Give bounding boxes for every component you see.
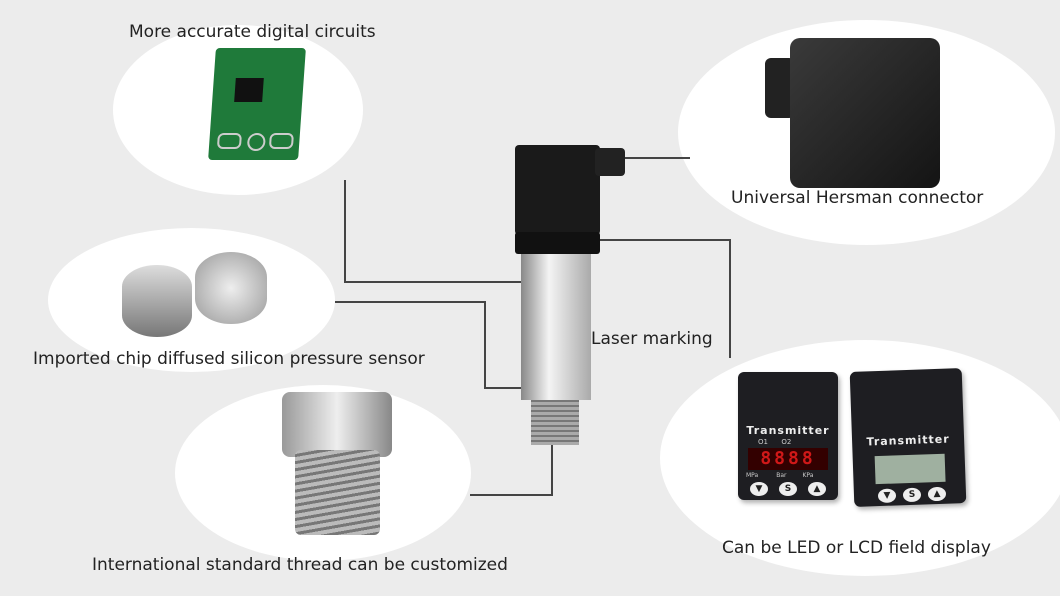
set-button[interactable]: S [779, 482, 797, 496]
led-screen: 8888 [748, 448, 828, 470]
label-connector: Universal Hersman connector [731, 188, 984, 208]
label-thread: International standard thread can be cus… [92, 555, 508, 575]
line-display [598, 239, 731, 358]
lcd-screen [874, 453, 946, 485]
transmitter-body [521, 254, 591, 400]
transmitter-fitting [531, 400, 579, 445]
hirschmann-connector-image [765, 38, 940, 188]
down-button[interactable]: ▼ [877, 488, 897, 504]
down-button[interactable]: ▼ [750, 482, 768, 496]
label-display: Can be LED or LCD field display [722, 538, 991, 558]
label-sensor: Imported chip diffused silicon pressure … [33, 349, 425, 369]
label-circuits: More accurate digital circuits [129, 22, 376, 42]
transmitter-head [515, 145, 600, 235]
thread-image [295, 450, 380, 535]
label-laser: Laser marking [591, 329, 713, 349]
circuit-board-image [208, 48, 306, 160]
line-thread [470, 445, 553, 496]
set-button[interactable]: S [902, 487, 922, 503]
thread-fitting-image [282, 392, 392, 457]
sensor-chip-image [122, 265, 192, 337]
transmitter-cable-gland [595, 148, 625, 176]
sensor-diaphragm-image [195, 252, 267, 324]
line-sensor [335, 301, 535, 389]
line-circuit [344, 180, 522, 283]
lcd-display-image: Transmitter ▼ S ▲ [849, 368, 967, 507]
up-button[interactable]: ▲ [927, 486, 947, 502]
up-button[interactable]: ▲ [808, 482, 826, 496]
transmitter-nut [515, 232, 600, 254]
